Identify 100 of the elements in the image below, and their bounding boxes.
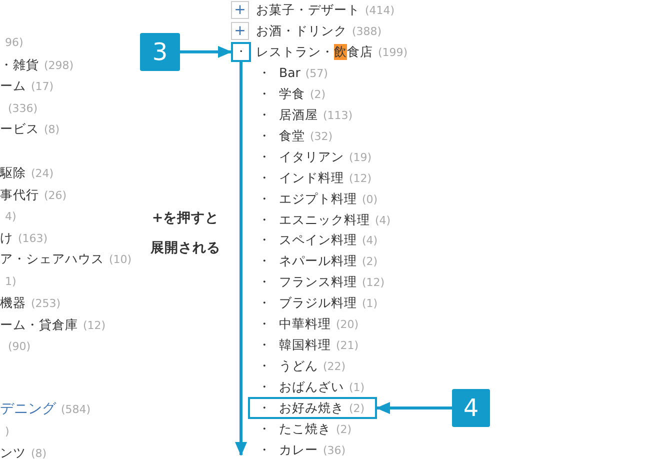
category-name: 韓国料理 [279,337,331,354]
category-name: 中華料理 [279,316,331,332]
arrow [235,62,247,456]
item-count: (8) [44,122,60,138]
item-count: (414) [365,3,395,19]
item-count: ) [5,424,10,440]
item-count: (336) [8,101,38,117]
item-count: 4) [5,209,16,225]
item-count: (17) [31,79,54,95]
bullet-mark: ・ [258,148,271,165]
item-count: (163) [18,231,48,247]
category-name: 駆除 [0,165,26,181]
bullet-mark: ・ [258,337,271,354]
item-count: (12) [83,318,106,334]
bullet-mark: ・ [258,358,271,374]
item-count: (24) [31,166,54,182]
category-name: おばんざい [279,379,344,396]
item-count: (199) [378,44,408,61]
item-count: (12) [362,275,385,292]
item-count: (26) [44,188,67,204]
item-count: (4) [375,212,391,228]
item-count: (21) [336,338,359,354]
item-count: (19) [349,150,372,166]
category-name: ネパール料理 [279,253,357,270]
category-name: ンツ [0,445,26,459]
item-count: (22) [323,359,346,376]
item-count: (1) [349,380,365,396]
category-name: エジプト料理 [279,190,357,207]
category-name: け [0,230,13,246]
bullet-mark: ・ [258,106,271,123]
edge-label: +を押すと展開される [150,209,222,258]
item-count: (4) [362,233,378,250]
category-name: ・雑貨 [0,57,39,73]
item-count: (113) [323,108,353,124]
callout-number: 3 [140,32,180,71]
category-name: お酒・ドリンク [256,22,347,39]
arrow [376,402,452,414]
bullet-mark: ・ [258,316,271,332]
item-count: (584) [61,402,91,418]
bullet-mark: ・ [258,64,271,81]
bullet-mark: ・ [258,232,271,248]
category-name: イタリアン [279,148,344,165]
category-name: 食店 [347,44,373,60]
category-name: Bar [279,64,300,81]
item-count: (2) [336,422,352,438]
item-count: (0) [362,192,378,208]
category-name: 機器 [0,295,26,311]
item-count: (2) [362,254,378,270]
highlight-frame [248,397,377,420]
category-name: フランス料理 [279,274,357,290]
category-name: ーム・貸倉庫 [0,317,78,333]
bullet-mark: ・ [258,253,271,270]
bullet-mark: ・ [258,128,271,144]
bullet-mark: ・ [258,421,271,437]
category-name: ア・シェアハウス [0,251,104,267]
category-name: 事代行 [0,187,39,203]
bullet-mark: ・ [258,295,271,312]
category-name: カレー [279,442,318,458]
bullet-mark: ・ [258,190,271,207]
bullet-mark: ・ [258,379,271,396]
item-count: (253) [31,296,61,312]
expand-button: + [231,22,249,40]
category-name: ーム [0,78,26,94]
item-count: (20) [336,317,359,334]
expand-button: + [231,1,249,19]
category-name: ービス [0,121,39,137]
category-link: デニング [0,401,56,417]
category-name: お菓子・デザート [256,2,360,18]
category-name: 学食 [279,86,305,102]
item-count: (2) [310,86,326,103]
item-count: (10) [109,252,132,268]
search-highlight: 飲 [334,44,347,60]
callout-number: 4 [452,389,490,428]
item-count: 1) [5,274,16,290]
bullet-mark: ・ [258,212,271,228]
bullet-mark: ・ [258,170,271,186]
bullet-mark: ・ [258,86,271,102]
category-name: たこ焼き [279,421,331,437]
item-count: (1) [362,296,378,312]
category-name: 居酒屋 [279,106,318,123]
bullet-mark: ・ [258,442,271,458]
category-name: 食堂 [279,128,305,144]
item-count: (298) [44,58,74,74]
arrow [180,46,232,58]
item-count: (36) [323,442,346,459]
item-count: (12) [349,170,372,187]
item-count: (90) [8,339,31,355]
item-count: (8) [31,446,47,459]
category-name: ブラジル料理 [279,295,357,312]
item-count: (388) [352,24,382,40]
item-count: 96) [5,35,24,51]
category-name: お好み焼き [279,400,344,416]
category-name: うどん [279,358,318,374]
expand-button: ・ [231,42,251,62]
bullet-mark: ・ [258,400,271,416]
bullet-mark: ・ [258,274,271,290]
item-count: (2) [349,401,365,418]
item-count: (32) [310,128,333,145]
category-name: インド料理 [279,170,344,186]
category-name: レストラン・ [256,44,334,60]
